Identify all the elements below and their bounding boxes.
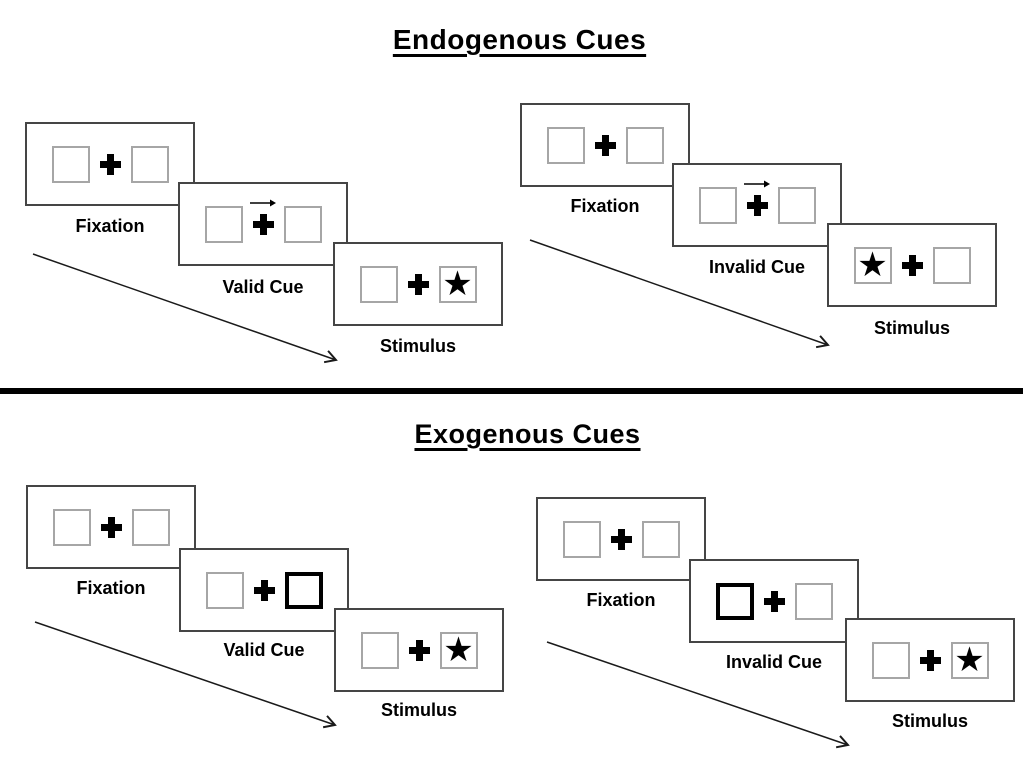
fixation-cross-icon xyxy=(408,639,430,661)
panel-endogenous-valid-cue xyxy=(178,182,348,266)
fixation-cross-icon xyxy=(610,528,632,550)
endogenous-section-title: Endogenous Cues xyxy=(392,24,647,55)
left-placeholder-box xyxy=(359,265,398,303)
label-stimulus: Stimulus xyxy=(379,336,456,356)
fixation-cross-icon xyxy=(253,579,275,601)
panel-exogenous-valid-stimulus: ★ xyxy=(334,608,504,692)
left-placeholder-box xyxy=(51,145,90,183)
right-placeholder-box xyxy=(932,246,971,284)
label-stimulus: Stimulus xyxy=(873,318,950,338)
sequence-arrow-endogenous-invalid xyxy=(529,239,830,349)
fixation-cross-icon xyxy=(407,273,429,295)
exogenous-section-title: Exogenous Cues xyxy=(414,419,641,449)
panel-exogenous-invalid-fixation xyxy=(536,497,706,581)
highlighted-cue-box xyxy=(715,582,754,620)
star-stimulus-icon: ★ xyxy=(438,265,477,303)
right-arrow-icon xyxy=(249,199,276,206)
sequence-arrow-exogenous-invalid xyxy=(546,641,850,749)
fixation-cross-icon xyxy=(252,213,274,235)
right-placeholder-box xyxy=(777,186,816,224)
fixation-cross-icon xyxy=(746,194,768,216)
panel-endogenous-invalid-fixation xyxy=(520,103,690,187)
label-valid-cue: Valid Cue xyxy=(222,277,304,297)
label-fixation: Fixation xyxy=(570,196,640,216)
panel-endogenous-valid-fixation xyxy=(25,122,195,206)
panel-endogenous-invalid-stimulus: ★ xyxy=(827,223,997,307)
label-invalid-cue: Invalid Cue xyxy=(708,257,806,277)
fixation-cross-icon xyxy=(901,254,923,276)
right-placeholder-box xyxy=(641,520,680,558)
fixation-cross-icon xyxy=(100,516,122,538)
label-stimulus: Stimulus xyxy=(891,711,968,731)
highlighted-cue-box xyxy=(284,571,323,609)
left-placeholder-box xyxy=(205,571,244,609)
panel-exogenous-valid-fixation xyxy=(26,485,196,569)
section-divider xyxy=(0,388,1023,394)
star-stimulus-icon: ★ xyxy=(439,631,478,669)
left-placeholder-box xyxy=(204,205,243,243)
right-placeholder-box xyxy=(130,145,169,183)
label-fixation: Fixation xyxy=(586,590,656,610)
panel-endogenous-invalid-cue xyxy=(672,163,842,247)
left-placeholder-box xyxy=(698,186,737,224)
panel-exogenous-invalid-cue xyxy=(689,559,859,643)
label-fixation: Fixation xyxy=(75,216,145,236)
panel-exogenous-valid-cue xyxy=(179,548,349,632)
sequence-arrow-exogenous-valid xyxy=(34,621,337,729)
star-stimulus-icon: ★ xyxy=(950,641,989,679)
right-placeholder-box xyxy=(794,582,833,620)
label-valid-cue: Valid Cue xyxy=(223,640,305,660)
right-arrow-icon xyxy=(743,180,770,187)
panel-endogenous-valid-stimulus: ★ xyxy=(333,242,503,326)
label-invalid-cue: Invalid Cue xyxy=(725,652,823,672)
left-placeholder-box xyxy=(360,631,399,669)
fixation-cross-icon xyxy=(763,590,785,612)
right-placeholder-box xyxy=(283,205,322,243)
panel-exogenous-invalid-stimulus: ★ xyxy=(845,618,1015,702)
label-fixation: Fixation xyxy=(76,578,146,598)
star-stimulus-icon: ★ xyxy=(853,246,892,284)
fixation-cross-icon xyxy=(919,649,941,671)
left-placeholder-box xyxy=(546,126,585,164)
fixation-cross-icon xyxy=(99,153,121,175)
left-placeholder-box xyxy=(871,641,910,679)
right-placeholder-box xyxy=(131,508,170,546)
fixation-cross-icon xyxy=(594,134,616,156)
label-stimulus: Stimulus xyxy=(380,700,457,720)
left-placeholder-box xyxy=(562,520,601,558)
sequence-arrow-endogenous-valid xyxy=(32,253,338,364)
right-placeholder-box xyxy=(625,126,664,164)
left-placeholder-box xyxy=(52,508,91,546)
